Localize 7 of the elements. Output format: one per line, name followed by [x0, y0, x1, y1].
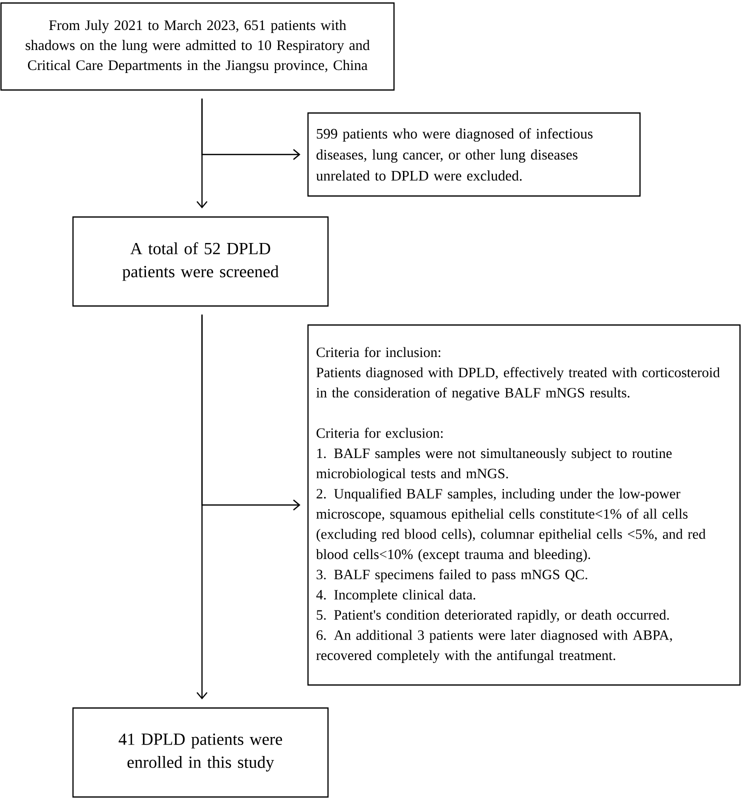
exclusion-box: 599 patients who were diagnosed of infectious diseases, lung cancer, or other lung diseases unrelated to DPLD were excluded.	[307, 112, 641, 197]
arrow	[201, 314, 300, 510]
process-box: From July 2021 to March 2023, 651 patients with shadows on the lung were admitted to 10 Respiratory and Critical Care Departments in the Jiangsu province, China	[0, 2, 395, 91]
arrow	[201, 98, 300, 160]
process-box: A total of 52 DPLD patients were screened	[72, 216, 329, 307]
criteria-box: Criteria for inclusion: Patients diagnosed with DPLD, effectively treated with corticosteroid in the consideration of negative BALF mNGS results. Criteria for exclusion: 1. BALF samples were not simultaneously subject to routine microbiological tests and mNGS. 2. Unqualified BALF samples, including under the low-power microscope, squamous epithelial cells constitute<1% of all cells (excluding red blood cells), columnar epithelial cells <5%, and red blood cells<10% (except trauma and bleeding). 3. BALF specimens failed to pass mNGS QC. 4. Incomplete clinical data. 5. Patient's condition deteriorated rapidly, or death occurred. 6. An additional 3 patients were later diagnosed with ABPA, recovered completely with the antifungal treatment.	[307, 324, 741, 686]
process-box: 41 DPLD patients were enrolled in this study	[72, 707, 329, 798]
